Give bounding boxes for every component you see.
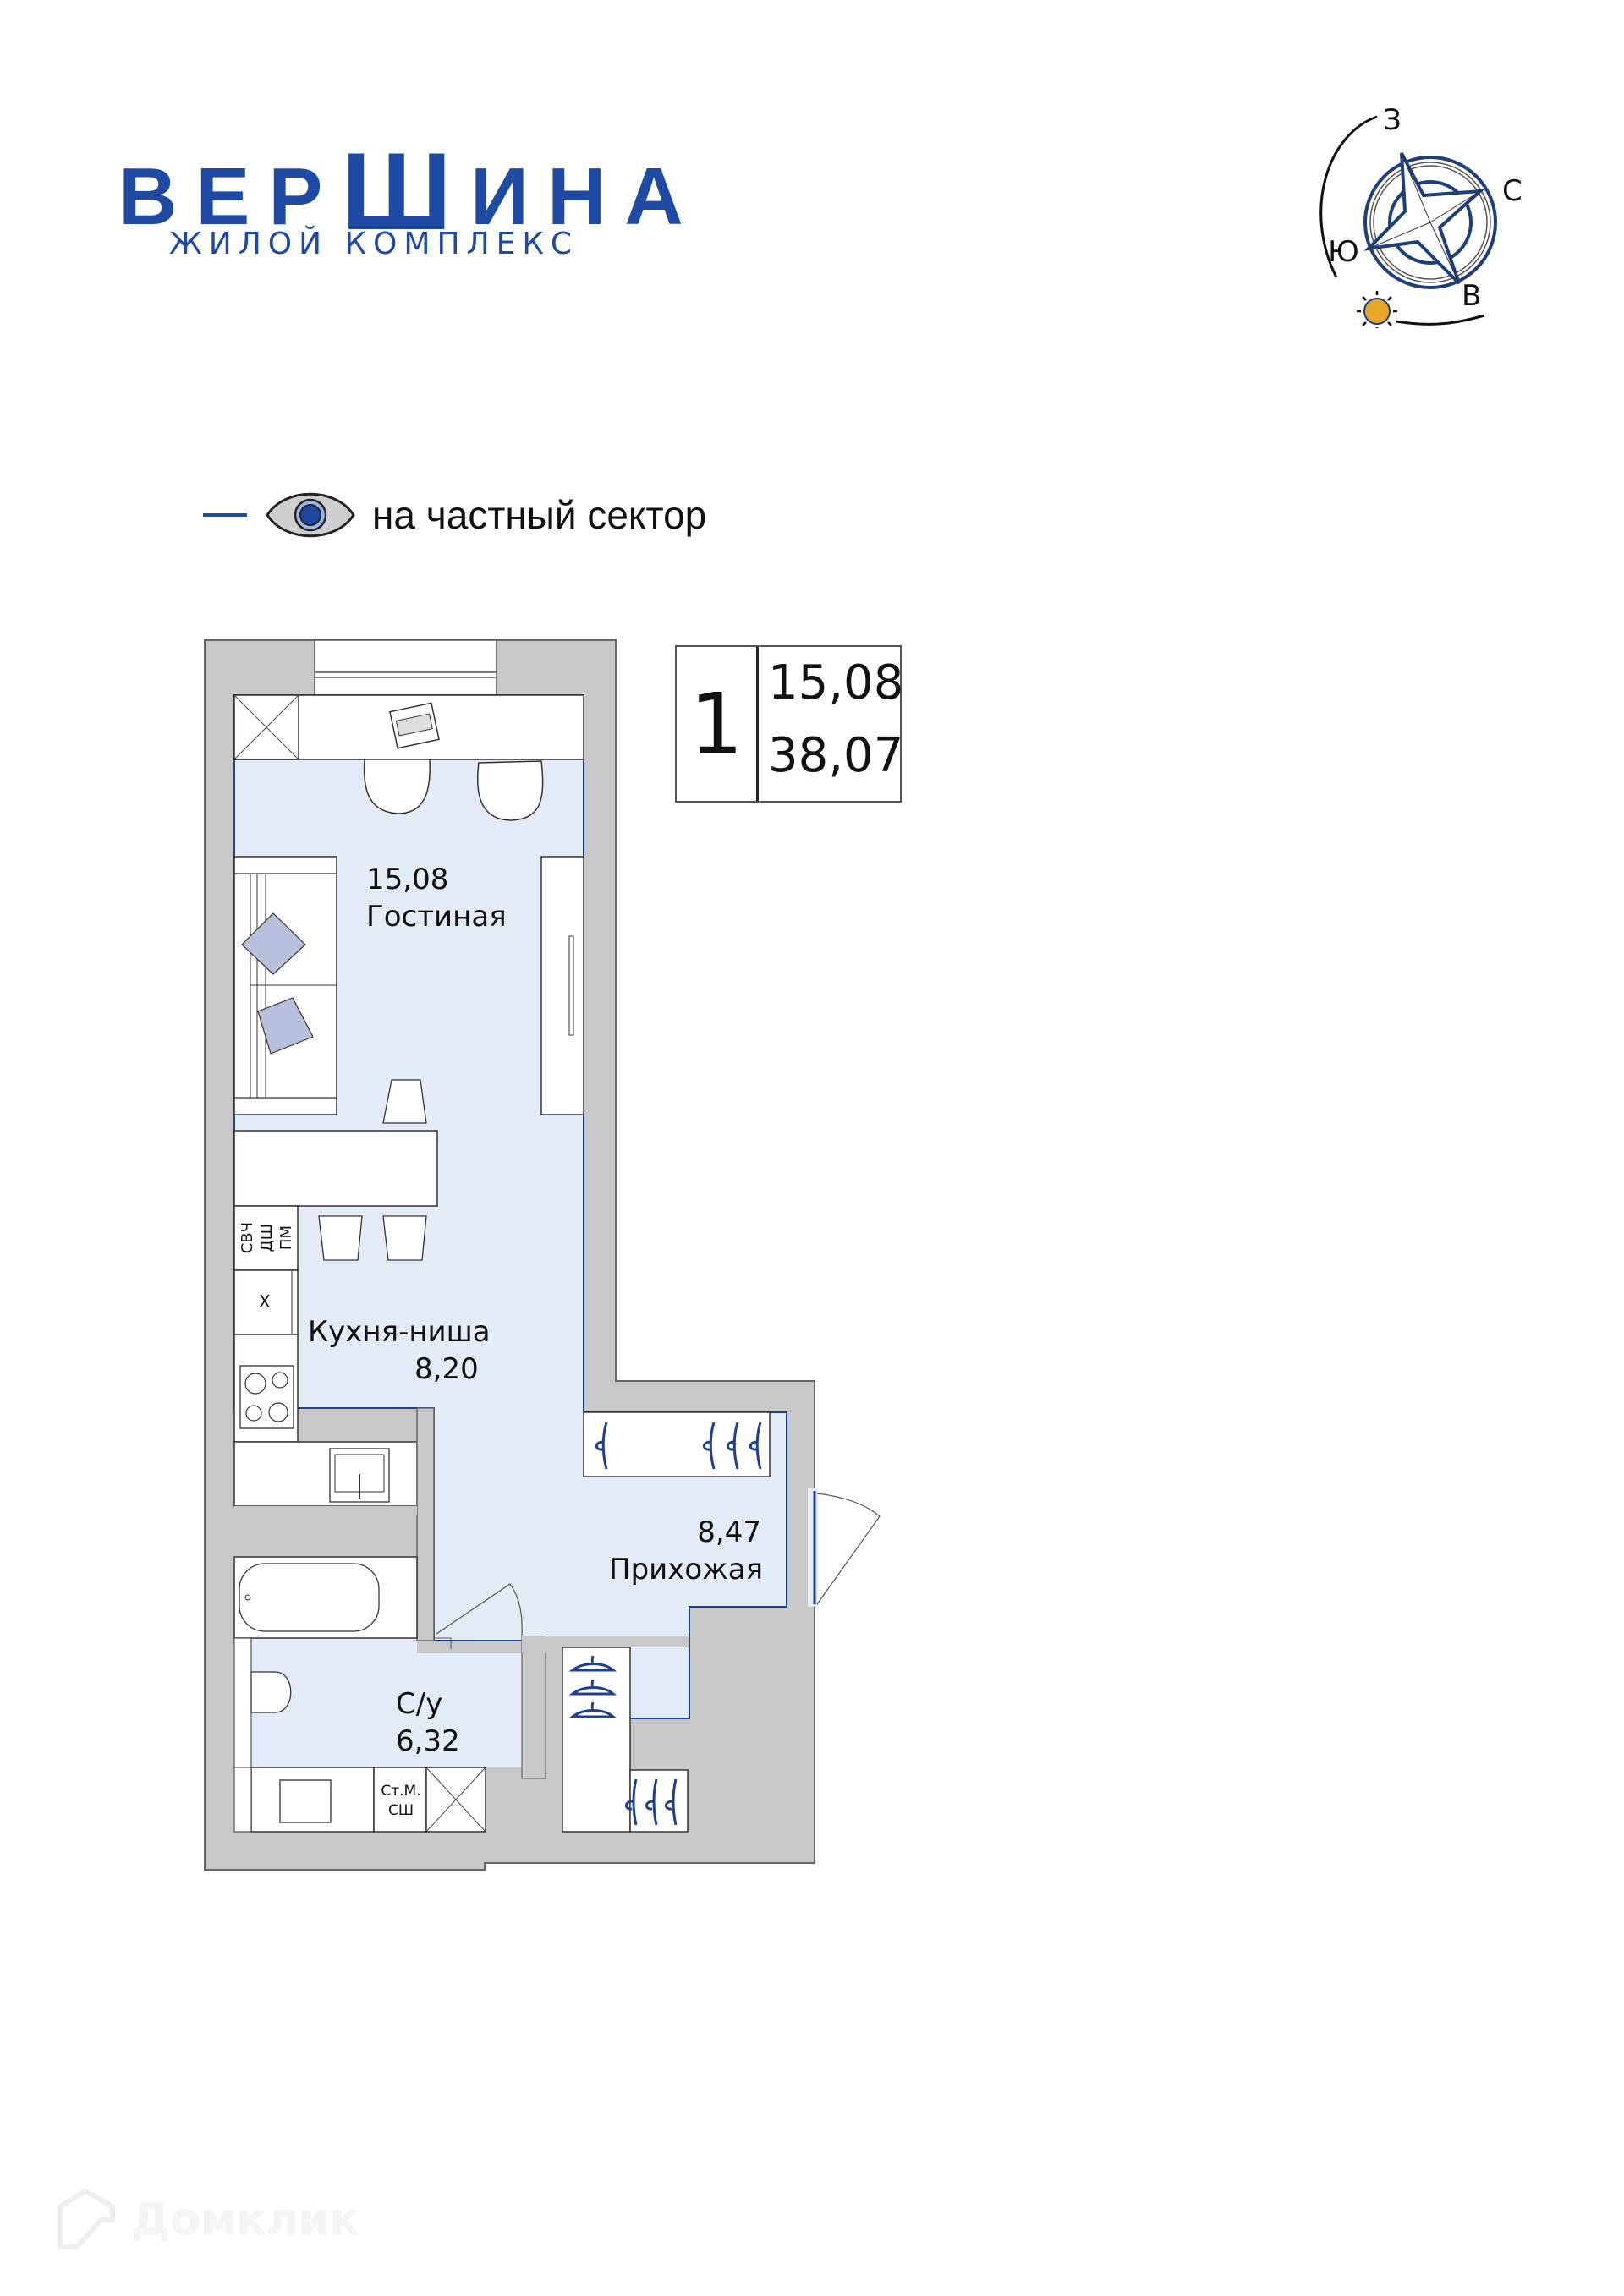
- room-living: 15,08 Гостиная: [366, 861, 507, 935]
- compass-label-east: В: [1462, 279, 1482, 313]
- kitchen-appliance-labels: СВЧ ДШ ПМ: [237, 1210, 296, 1266]
- label-fridge: Х: [259, 1291, 271, 1312]
- room-bathroom: С/у 6,32: [396, 1685, 460, 1760]
- room-hallway: 8,47 Прихожая: [609, 1514, 764, 1588]
- room-kitchen-area: 8,20: [414, 1352, 479, 1387]
- brand-title-part2: ИНА: [470, 151, 702, 242]
- brand-title-big-letter: Ш: [341, 129, 471, 253]
- room-hallway-name: Прихожая: [609, 1553, 764, 1587]
- living-area-total: 15,08: [768, 655, 904, 710]
- compass-label-west: З: [1383, 103, 1402, 137]
- eye-icon: [266, 492, 355, 538]
- brand-subtitle: ЖИЛОЙ КОМПЛЕКС: [169, 227, 579, 261]
- legend-text: на частный сектор: [372, 493, 707, 537]
- room-count: 1: [677, 647, 759, 801]
- room-living-area: 15,08: [366, 863, 449, 896]
- label-washer-line2: СШ: [387, 1801, 414, 1819]
- watermark-text: Домклик: [131, 2195, 359, 2245]
- label-microwave: СВЧ: [238, 1222, 256, 1254]
- label-oven: ДШ: [257, 1224, 276, 1252]
- label-washer-line1: Ст.М.: [381, 1783, 421, 1800]
- label-washing-machine: Ст.М. СШ: [375, 1782, 427, 1821]
- apartment-summary-box: 1 15,08 38,07: [675, 645, 904, 803]
- total-area: 38,07: [768, 728, 904, 783]
- label-dishwasher: ПМ: [277, 1225, 295, 1251]
- brand-logo-title: ВЕРШИНА: [118, 131, 702, 246]
- brand-title-part1: ВЕР: [118, 151, 342, 242]
- legend-line: [203, 513, 247, 517]
- compass-rose: З С Ю В: [1303, 100, 1531, 332]
- room-living-name: Гостиная: [366, 900, 507, 934]
- room-bathroom-area: 6,32: [396, 1724, 460, 1759]
- view-legend: на частный сектор: [203, 490, 706, 540]
- room-bathroom-name: С/у: [396, 1687, 443, 1721]
- compass-icon: [1320, 115, 1497, 332]
- compass-label-north: С: [1502, 174, 1522, 208]
- room-kitchen-name: Кухня-ниша: [308, 1315, 491, 1349]
- room-hallway-area: 8,47: [697, 1515, 761, 1549]
- domclick-logo-icon: [58, 2189, 115, 2249]
- compass-label-south: Ю: [1328, 235, 1359, 269]
- watermark: Домклик: [55, 2186, 359, 2254]
- room-kitchen: Кухня-ниша 8,20: [308, 1313, 491, 1388]
